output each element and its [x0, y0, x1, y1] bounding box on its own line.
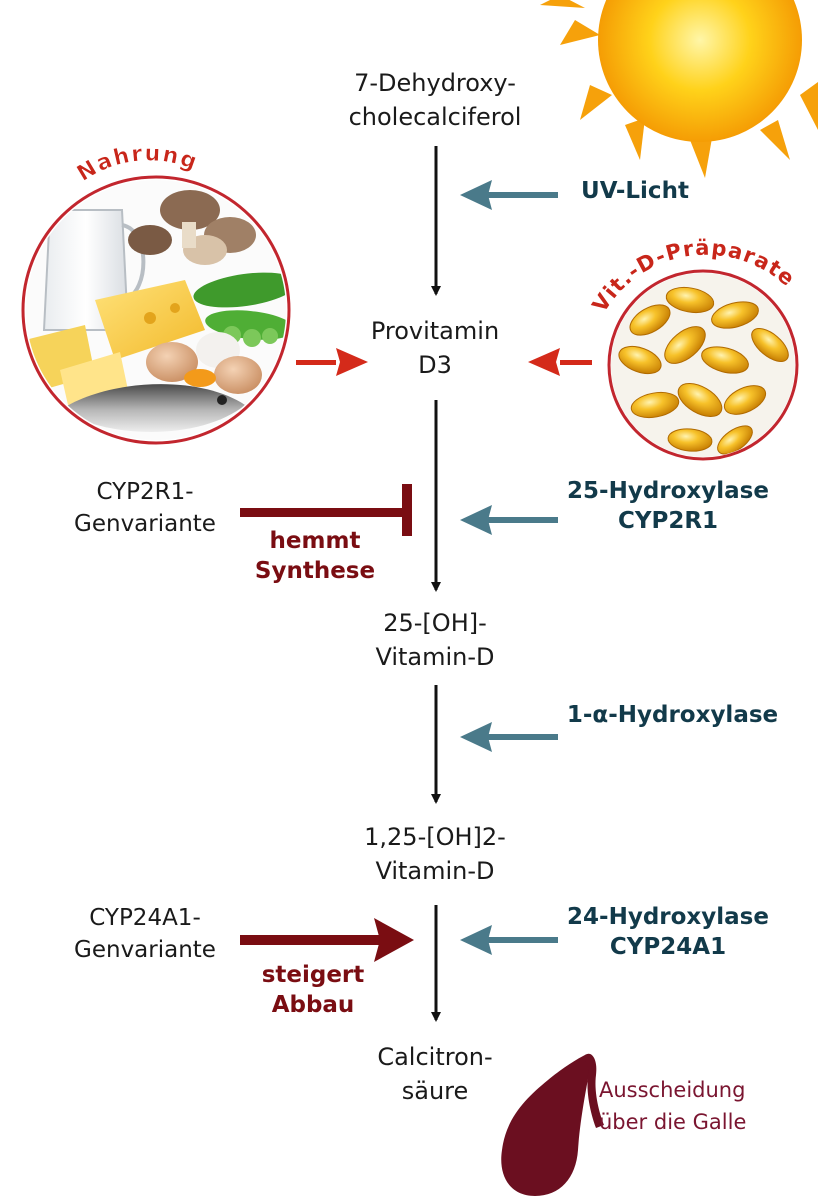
effect-line: steigert: [261, 962, 365, 988]
enzyme-line: UV-Licht: [581, 178, 689, 204]
excretion-line: Ausscheidung: [599, 1078, 746, 1102]
node-line: 7-Dehydroxy-: [354, 69, 516, 97]
enzyme-line: 1-α-Hydroxylase: [566, 702, 779, 728]
excretion-line: über die Galle: [599, 1110, 747, 1134]
arrow-1-alpha-hydroxylase: [460, 722, 558, 752]
gene-effect-arrows: [240, 484, 414, 962]
sun-illustration: [540, 0, 818, 178]
gallbladder-icon: [501, 1053, 604, 1196]
node-line: Calcitron-: [377, 1043, 493, 1071]
gene-cyp24a1: CYP24A1- Genvariante: [50, 902, 240, 966]
gene-line: Genvariante: [74, 511, 216, 537]
node-7-dehydrocholecalciferol: 7-Dehydroxy- cholecalciferol: [315, 66, 555, 134]
node-1-25-oh2-vitamin-d: 1,25-[OH]2- Vitamin-D: [335, 820, 535, 888]
node-calcitronsaeure: Calcitron- säure: [335, 1040, 535, 1108]
food-illustration: Nahrung: [21, 141, 291, 445]
gene-cyp2r1: CYP2R1- Genvariante: [50, 476, 240, 540]
source-arrows: [296, 348, 592, 376]
enzyme-line: CYP24A1: [609, 934, 727, 960]
enzyme-arrows: [460, 180, 558, 955]
excretion-note: Ausscheidung über die Galle: [599, 1074, 799, 1138]
arrow-24-hydroxylase: [460, 925, 558, 955]
arrow-uv: [460, 180, 558, 210]
effect-hemmt-synthese: hemmt Synthese: [230, 526, 400, 586]
promotion-arrow: [240, 918, 414, 962]
enzyme-line: 24-Hydroxylase: [567, 904, 769, 930]
arrow-25-hydroxylase: [460, 505, 558, 535]
effect-line: Abbau: [271, 992, 355, 1018]
node-line: Provitamin: [370, 317, 500, 345]
node-25-oh-vitamin-d: 25-[OH]- Vitamin-D: [335, 606, 535, 674]
enzyme-25-hydroxylase: 25-Hydroxylase CYP2R1: [553, 476, 783, 536]
arrow-food-to-provitamin: [296, 348, 368, 376]
inhibition-bar: [240, 484, 412, 536]
node-line: säure: [401, 1077, 469, 1105]
node-line: 25-[OH]-: [383, 609, 487, 637]
enzyme-1-alpha-hydroxylase: 1-α-Hydroxylase: [560, 700, 785, 730]
supplement-illustration: Vit.-D-Präparate: [588, 236, 799, 461]
effect-line: hemmt: [269, 528, 361, 554]
enzyme-line: CYP2R1: [617, 508, 719, 534]
gene-line: CYP24A1-: [89, 905, 201, 931]
enzyme-uv-light: UV-Licht: [560, 176, 710, 206]
gene-line: Genvariante: [74, 937, 216, 963]
node-provitamin-d3: Provitamin D3: [335, 314, 535, 382]
effect-line: Synthese: [254, 558, 376, 584]
gene-line: CYP2R1-: [96, 479, 194, 505]
node-line: Vitamin-D: [375, 857, 495, 885]
effect-steigert-abbau: steigert Abbau: [228, 960, 398, 1020]
node-line: Vitamin-D: [375, 643, 495, 671]
enzyme-24-hydroxylase: 24-Hydroxylase CYP24A1: [553, 902, 783, 962]
node-line: 1,25-[OH]2-: [364, 823, 506, 851]
node-line: D3: [418, 351, 452, 379]
arrow-supplement-to-provitamin: [528, 348, 592, 376]
node-line: cholecalciferol: [348, 103, 522, 131]
enzyme-line: 25-Hydroxylase: [567, 478, 769, 504]
